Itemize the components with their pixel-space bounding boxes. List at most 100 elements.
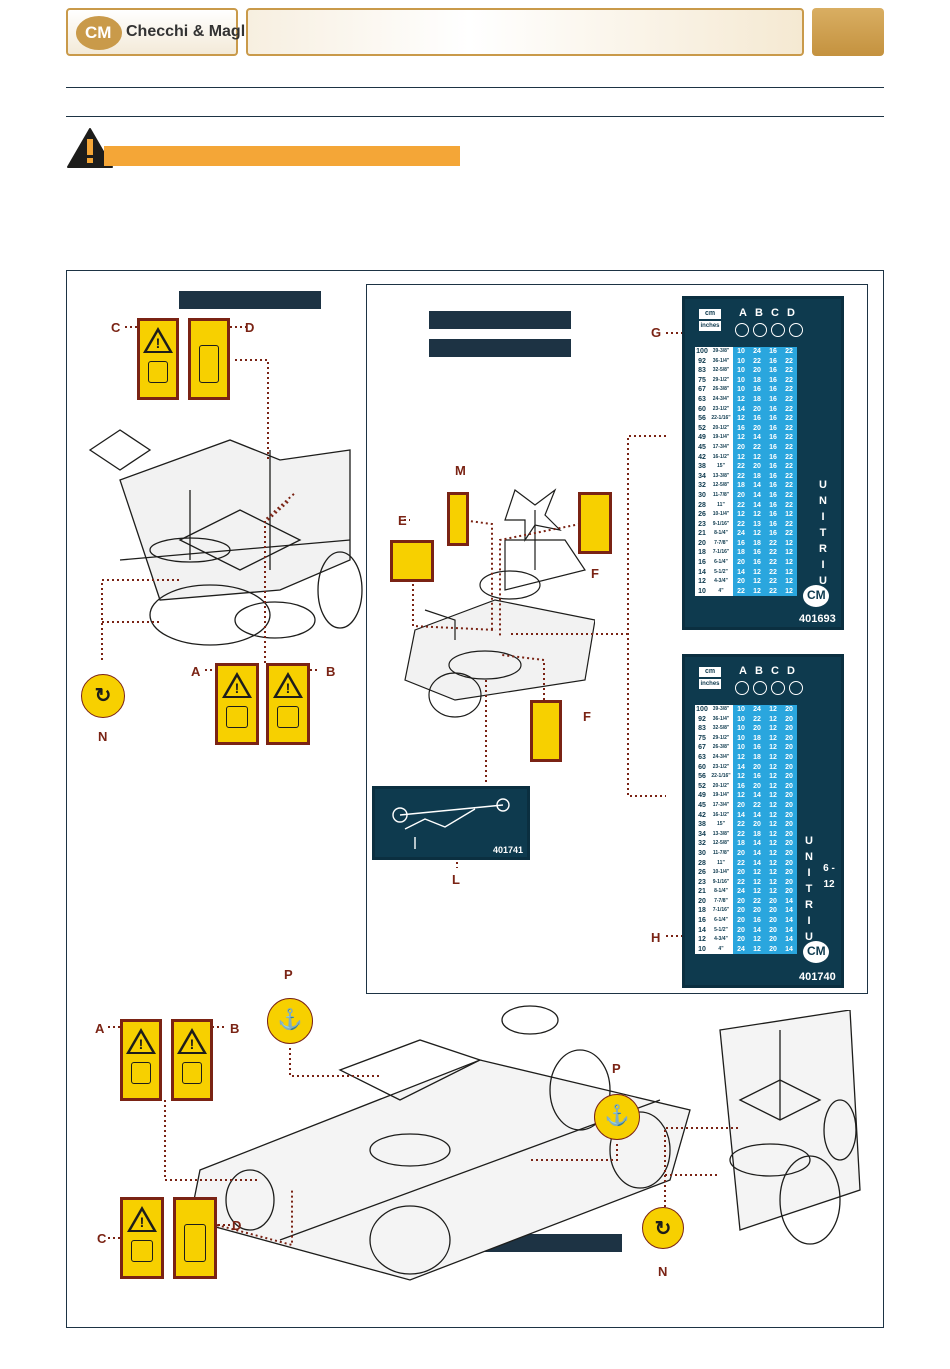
table-cell: 20-1/2" — [709, 423, 733, 434]
word-letter: I — [807, 915, 811, 927]
table-cell: 16 — [765, 404, 781, 415]
table-cell: 12 — [781, 577, 797, 587]
table-cell: 16 — [749, 558, 765, 568]
table-cell: 15" — [709, 462, 733, 472]
table-cell: 22 — [733, 820, 749, 830]
table-cell: 10 — [695, 586, 709, 597]
table-cell: 56 — [695, 414, 709, 424]
table-cell: 28 — [695, 858, 709, 869]
table-cell: 10-1/4" — [709, 510, 733, 520]
table-cell: 12 — [749, 868, 765, 878]
table-cell: 12 — [749, 877, 765, 888]
table-cell: 16-1/2" — [709, 810, 733, 821]
table-cell: 16 — [695, 916, 709, 926]
table-cell: 22 — [781, 500, 797, 511]
table-cell: 10 — [733, 356, 749, 367]
table-cell: 10 — [733, 714, 749, 725]
table-cell: 23 — [695, 519, 709, 530]
table-cell: 20 — [765, 925, 781, 936]
table-cell: 20 — [781, 743, 797, 753]
table-cell: 18 — [749, 375, 765, 386]
table-cell: 15" — [709, 820, 733, 830]
table-cell: 67 — [695, 743, 709, 753]
table-cell: 20 — [765, 935, 781, 945]
table-cell: 10 — [695, 944, 709, 955]
table-cell: 24-3/4" — [709, 752, 733, 763]
table-cell: 20-1/2" — [709, 781, 733, 792]
decal-n-rotation: ↻ — [81, 674, 125, 718]
word-letter: U — [819, 479, 827, 491]
table-cell: 16 — [749, 548, 765, 559]
table-cell: 22 — [781, 414, 797, 424]
table-cell: 18 — [749, 538, 765, 549]
table-cell: 12 — [765, 839, 781, 849]
table-cell: 8-1/4" — [709, 529, 733, 539]
table-cell: 21 — [695, 529, 709, 539]
table-cell: 22 — [781, 385, 797, 395]
table-cell: 13-3/8" — [709, 829, 733, 840]
caption-bar-detail-1 — [429, 311, 571, 329]
table-cell: 22 — [765, 538, 781, 549]
decal-n-rotation-bottom: ↻ — [642, 1207, 684, 1249]
table-cell: 12 — [765, 858, 781, 869]
table-cell: 22-1/16" — [709, 772, 733, 782]
table-cell: 22 — [765, 577, 781, 587]
table-cell: 23-1/2" — [709, 404, 733, 415]
table-cell: 12 — [733, 452, 749, 463]
table-cell: 18 — [749, 394, 765, 405]
table-cell: 20 — [749, 724, 765, 734]
table-cell: 12 — [765, 820, 781, 830]
table-cell: 18 — [695, 548, 709, 559]
word-letter: N — [819, 495, 827, 507]
machine-drawing-top-left — [88, 429, 363, 646]
table-cell: 24 — [749, 705, 765, 715]
table-cell: 12 — [765, 714, 781, 725]
table-cell: 92 — [695, 356, 709, 367]
table-cell: 6-1/4" — [709, 916, 733, 926]
page-number-tab — [812, 8, 884, 56]
table-cell: 20 — [781, 848, 797, 859]
decal-d-bottom — [173, 1197, 217, 1279]
decal-p-hook-right: ⚓ — [594, 1094, 640, 1140]
label-b-bottom: B — [230, 1021, 240, 1036]
table-cell: 22 — [781, 452, 797, 463]
table-cell: 16 — [749, 916, 765, 926]
table-cell: 4" — [709, 586, 733, 597]
table-cell: 23-1/2" — [709, 762, 733, 773]
table-cell: 20 — [765, 944, 781, 955]
label-d-bottom: D — [232, 1218, 242, 1233]
decal-l-spring: 401741 — [372, 786, 530, 860]
table-cell: 18 — [733, 481, 749, 491]
table-cell: 12-5/8" — [709, 839, 733, 849]
logo-mark: CM — [76, 16, 122, 50]
table-cell: 16 — [749, 772, 765, 782]
table-cell: 14 — [733, 762, 749, 773]
table-cell: 22 — [733, 519, 749, 530]
decal-b-bottom: ! — [171, 1019, 213, 1101]
word-letter: T — [805, 883, 813, 895]
table-cell: 30 — [695, 848, 709, 859]
table-cell: 12 — [765, 762, 781, 773]
table-cell: 14 — [749, 925, 765, 936]
table-cell: 22 — [749, 896, 765, 907]
label-b: B — [326, 664, 336, 679]
table-cell: 11-7/8" — [709, 848, 733, 859]
logo-wordmark: Checchi & Magli — [126, 23, 250, 40]
table-cell: 20 — [733, 800, 749, 811]
label-p-right: P — [612, 1061, 621, 1076]
